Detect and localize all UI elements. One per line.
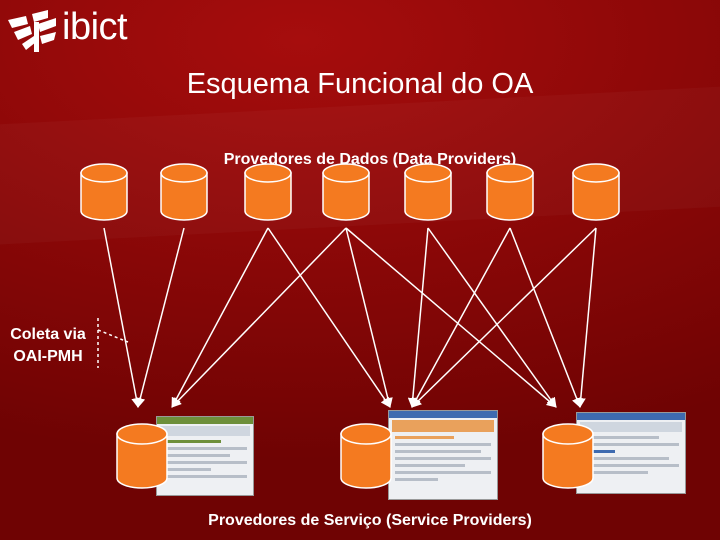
data-provider-dp2 <box>160 163 208 221</box>
arrow-dp3-to-sp2 <box>267 227 391 408</box>
service-provider-sp3 <box>542 423 594 489</box>
harvest-label: Coleta via OAI-PMH <box>4 324 92 368</box>
arrow-dp4-to-sp1 <box>171 227 347 408</box>
data-provider-dp5 <box>404 163 452 221</box>
harvest-label-line1: Coleta via <box>10 326 86 343</box>
data-providers <box>80 163 620 221</box>
arrow-dp5-to-sp3 <box>427 227 557 408</box>
logo-text: ibict <box>62 6 128 48</box>
service-provider-sp1 <box>116 423 168 489</box>
arrow-dp4-to-sp3 <box>345 227 557 408</box>
arrow-dp7-to-sp2 <box>411 227 597 408</box>
service-provider-screenshot-2 <box>388 410 498 500</box>
slide-title-text: Esquema Funcional do OA <box>186 68 534 100</box>
service-providers-label: Provedores de Serviço (Service Providers… <box>208 512 532 529</box>
arrow-dp6-to-sp2 <box>411 227 511 408</box>
arrow-dp4-to-sp2 <box>345 227 393 408</box>
arrow-dp2-to-sp1 <box>135 227 185 408</box>
ibict-logo-icon <box>8 10 56 52</box>
data-provider-dp4 <box>322 163 370 221</box>
data-provider-dp7 <box>572 163 620 221</box>
connection-arrows <box>103 227 597 408</box>
service-provider-screenshot-1 <box>156 416 254 496</box>
arrow-dp7-to-sp3 <box>575 227 597 408</box>
data-provider-dp1 <box>80 163 128 221</box>
arrow-dp3-to-sp1 <box>171 227 269 408</box>
arrow-dp1-to-sp1 <box>103 227 142 408</box>
data-providers-label: Provedores de Dados (Data Providers) <box>223 151 517 168</box>
data-provider-dp6 <box>486 163 534 221</box>
data-provider-dp3 <box>244 163 292 221</box>
service-provider-screenshot-3 <box>576 412 686 494</box>
harvest-bracket <box>97 318 129 368</box>
arrow-dp5-to-sp2 <box>407 227 429 408</box>
arrow-dp6-to-sp3 <box>509 227 582 408</box>
service-provider-sp2 <box>340 423 392 489</box>
slide-title: Esquema Funcional do OA <box>0 68 720 101</box>
harvest-label-line2: OAI-PMH <box>13 348 83 365</box>
